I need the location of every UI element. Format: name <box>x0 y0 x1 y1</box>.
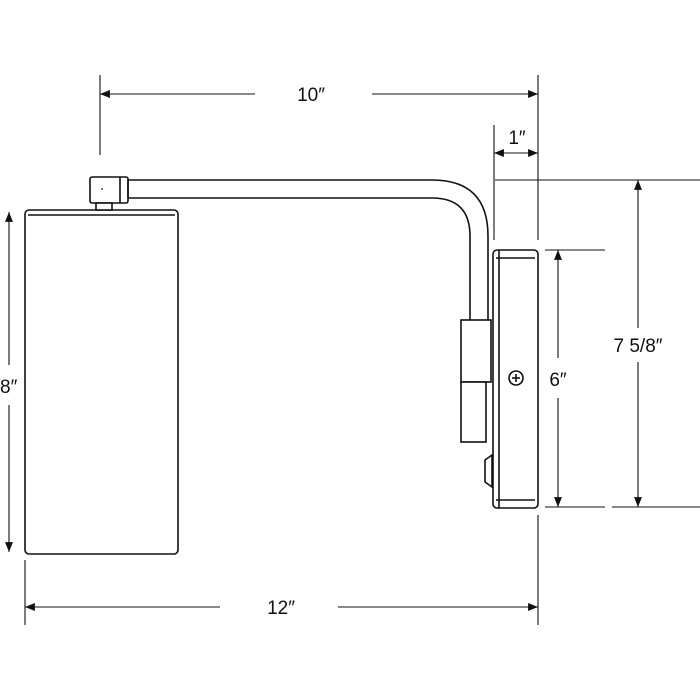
label-backplate-depth: 1″ <box>508 128 526 149</box>
dimension-backplate-depth: 1″ <box>493 125 539 240</box>
arm-stem <box>460 319 492 443</box>
lamp-arm <box>127 179 489 322</box>
dimension-overall-extension: 12″ <box>24 515 539 625</box>
rocker-switch <box>484 453 493 489</box>
mounting-screw-icon <box>508 370 524 386</box>
dimension-backplate-height: 6″ <box>545 249 605 508</box>
label-overall-extension: 12″ <box>267 598 295 619</box>
label-arm-reach: 10″ <box>297 85 325 106</box>
swivel-knuckle <box>89 176 129 211</box>
dimension-overall-height: 7 5/8″ <box>495 179 700 508</box>
cylinder-shade <box>24 209 179 555</box>
label-overall-height: 7 5/8″ <box>614 336 663 357</box>
label-shade-height: 8″ <box>0 377 18 398</box>
dimension-arm-reach: 10″ <box>99 75 539 155</box>
dimension-shade-height: 8″ <box>0 212 18 552</box>
label-backplate-height: 6″ <box>549 370 567 391</box>
